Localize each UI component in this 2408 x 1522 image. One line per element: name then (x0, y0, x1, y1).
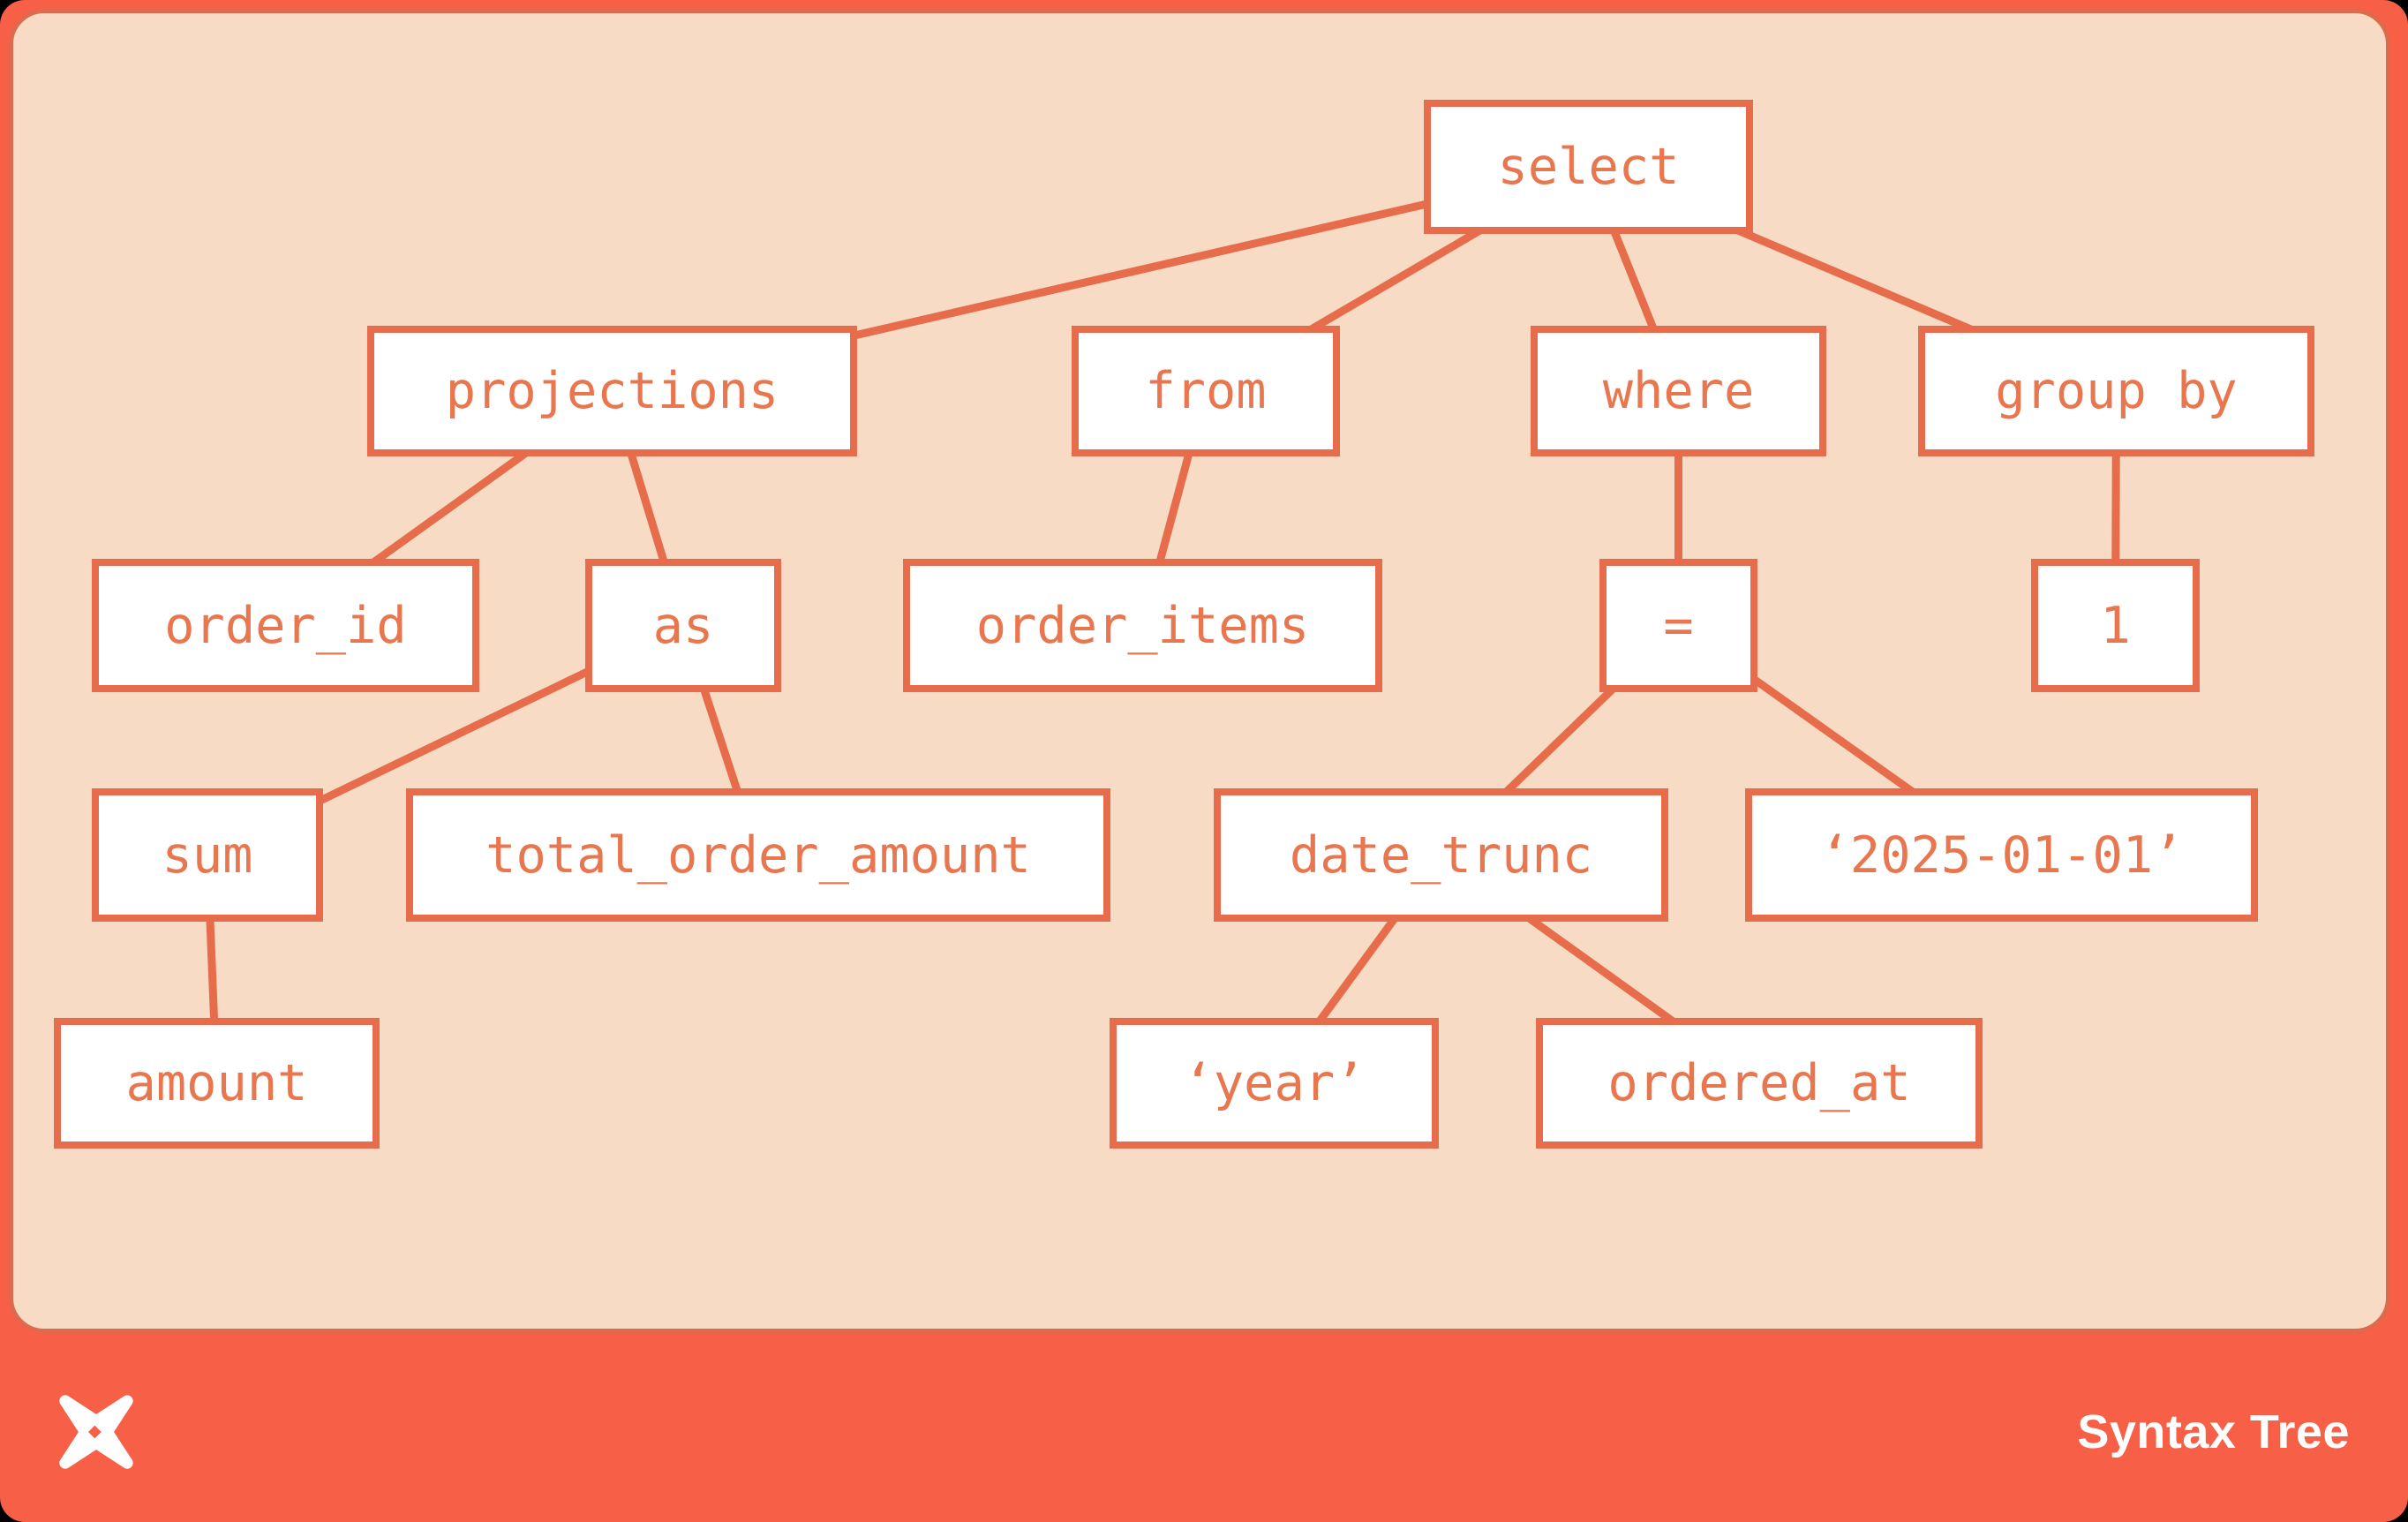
tree-node-select: select (1424, 100, 1753, 234)
tree-node-date_literal: ‘2025-01-01’ (1745, 788, 2258, 922)
tree-node-projections: projections (367, 326, 857, 456)
tree-node-year_literal: ‘year’ (1110, 1018, 1439, 1149)
tree-nodes-layer: select projections from where group by order_… (54, 100, 2314, 1149)
tree-node-sum: sum (92, 788, 323, 922)
tree-node-from: from (1072, 326, 1340, 456)
tree-node-amount: amount (54, 1018, 380, 1149)
tree-node-eq: = (1599, 559, 1757, 692)
tree-node-group_by: group by (1918, 326, 2314, 456)
tree-node-as: as (585, 559, 781, 692)
dbt-star-icon (59, 1395, 133, 1469)
footer-bar: Syntax Tree (0, 1342, 2408, 1522)
tree-node-date_trunc: date_trunc (1214, 788, 1668, 922)
tree-node-total_order_amount: total_order_amount (406, 788, 1110, 922)
tree-node-one: 1 (2031, 559, 2200, 692)
tree-node-order_id: order_id (92, 559, 479, 692)
tree-node-where: where (1531, 326, 1826, 456)
tree-node-order_items: order_items (903, 559, 1382, 692)
tree-node-ordered_at: ordered_at (1536, 1018, 1983, 1149)
footer-title: Syntax Tree (2077, 1405, 2350, 1458)
